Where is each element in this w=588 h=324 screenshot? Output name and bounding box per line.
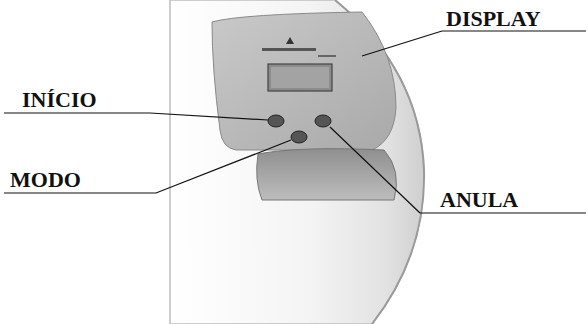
anula-label: ANULA bbox=[440, 189, 518, 211]
inicio-label: INÍCIO bbox=[22, 89, 97, 111]
display-leader bbox=[362, 31, 586, 56]
modo-label: MODO bbox=[10, 169, 81, 191]
modo-leader bbox=[4, 140, 291, 193]
inicio-leader bbox=[4, 113, 268, 120]
brand-mark bbox=[262, 48, 316, 51]
inicio-button bbox=[268, 115, 284, 127]
display-screen bbox=[271, 67, 329, 88]
display-window bbox=[268, 64, 332, 91]
model-mark bbox=[318, 55, 336, 57]
lower-recess bbox=[257, 149, 397, 200]
logo-mark bbox=[286, 37, 294, 44]
anula-leader bbox=[330, 127, 586, 213]
control-panel bbox=[212, 12, 396, 150]
anula-button bbox=[315, 115, 331, 127]
modo-button bbox=[291, 131, 307, 143]
display-label: DISPLAY bbox=[446, 8, 541, 30]
